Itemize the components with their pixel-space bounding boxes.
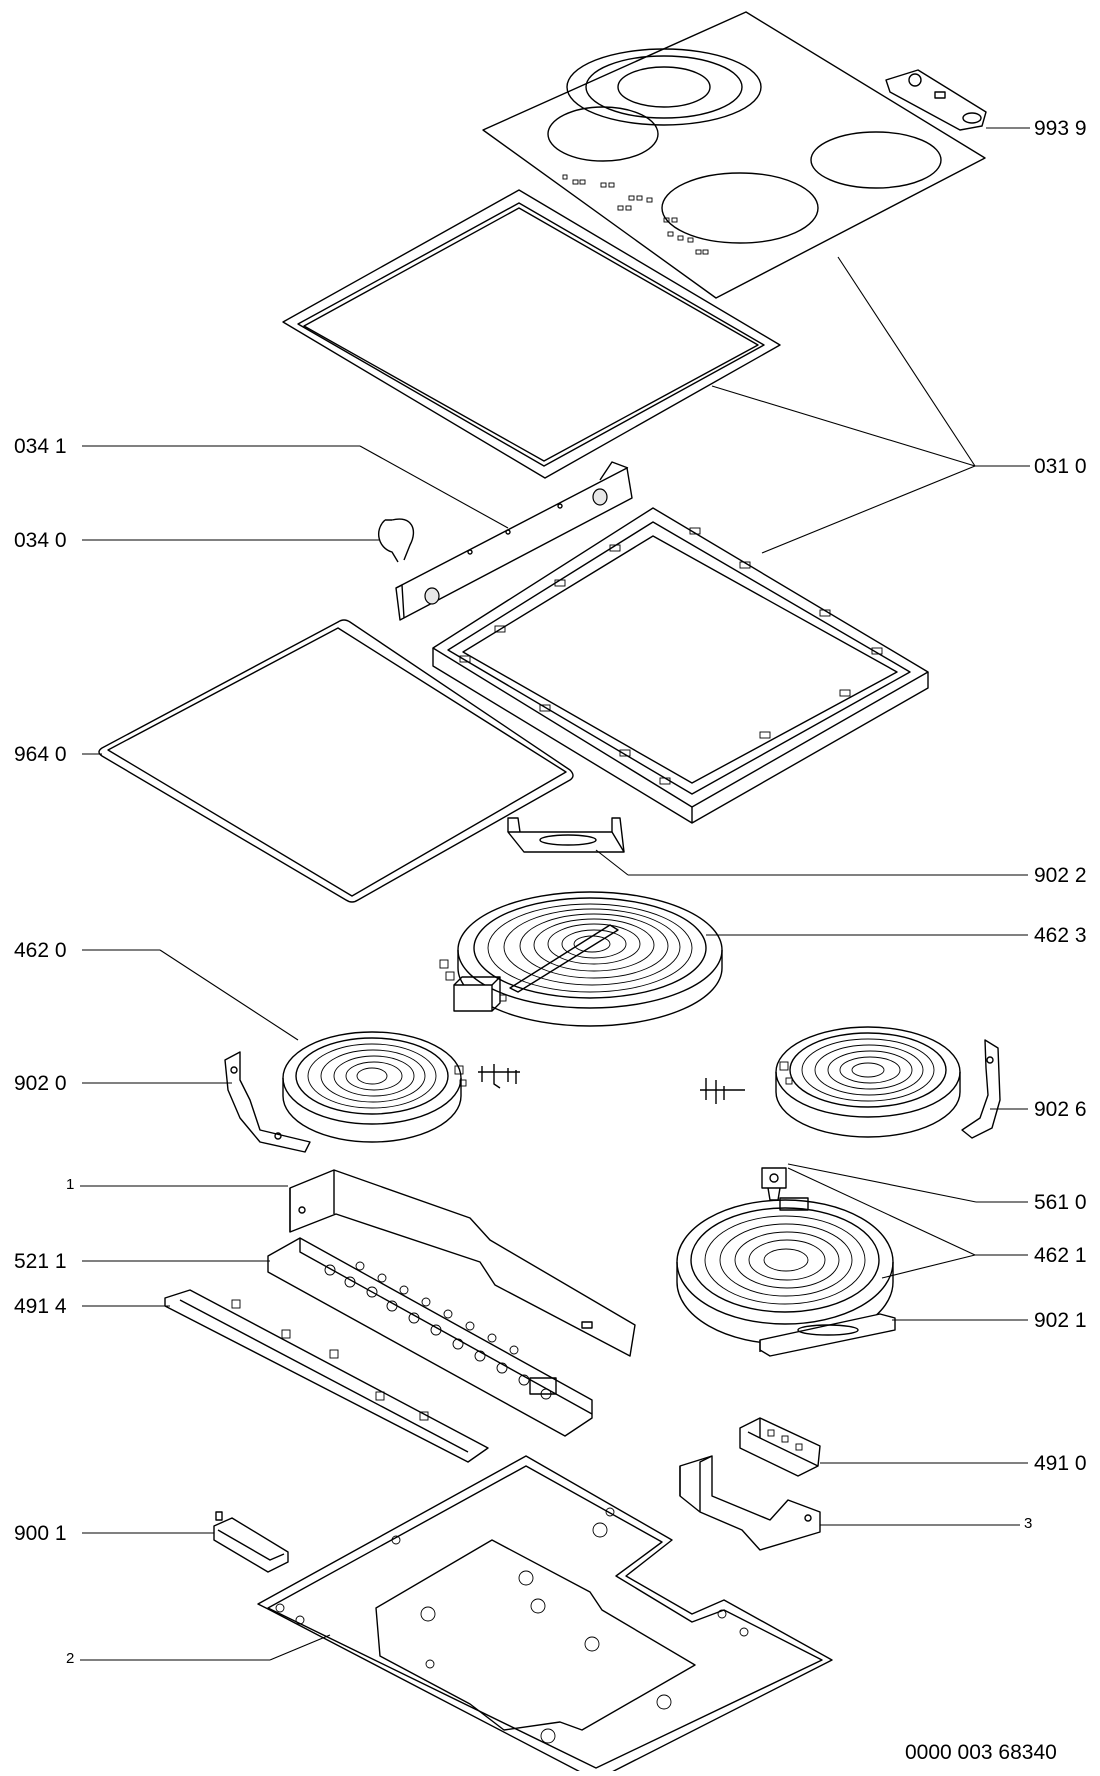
label-462-0: 462 0: [14, 939, 67, 962]
label-462-1: 462 1: [1034, 1244, 1087, 1267]
frame-491-4: [164, 1289, 489, 1463]
label-900-1: 900 1: [14, 1522, 67, 1545]
label-491-0: 491 0: [1034, 1452, 1087, 1475]
base-plate-2: [257, 1455, 833, 1776]
bracket-902-6: [961, 1039, 1001, 1139]
label-561-0: 561 0: [1034, 1191, 1087, 1214]
top-frame: [282, 189, 781, 479]
switch-561-0: [761, 1167, 787, 1201]
switch-900-1: [213, 1511, 289, 1573]
bracket-034-1: [395, 461, 633, 621]
label-1: 1: [66, 1176, 75, 1193]
heating-element-462-0: [282, 1031, 467, 1143]
label-902-0: 902 0: [14, 1072, 67, 1095]
label-034-0: 034 0: [14, 529, 67, 552]
heating-element-462-1: [676, 1197, 894, 1345]
terminal-block-491-0: [739, 1417, 821, 1477]
bracket-902-0: [224, 1051, 311, 1153]
label-902-2: 902 2: [1034, 864, 1087, 887]
clip-034-0: [377, 518, 415, 563]
leader-lines: [80, 127, 1030, 1661]
label-034-1: 034 1: [14, 435, 67, 458]
bracket-993-9: [885, 69, 987, 131]
main-frame: [432, 507, 929, 824]
heating-element-462-3: [439, 891, 723, 1027]
label-3: 3: [1024, 1515, 1033, 1532]
label-2: 2: [66, 1650, 75, 1667]
label-964-0: 964 0: [14, 743, 67, 766]
label-491-4: 491 4: [14, 1295, 67, 1318]
bracket-902-1: [759, 1313, 896, 1357]
glass-ceramic-top: [482, 11, 986, 299]
label-902-1: 902 1: [1034, 1309, 1087, 1332]
channel-part-1: [289, 1169, 636, 1357]
label-031-0: 031 0: [1034, 455, 1087, 478]
bracket-902-2: [507, 817, 625, 853]
label-462-3: 462 3: [1034, 924, 1087, 947]
label-902-6: 902 6: [1034, 1098, 1087, 1121]
control-board-521-1: [267, 1237, 593, 1437]
bracket-part-3: [679, 1455, 821, 1551]
label-521-1: 521 1: [14, 1250, 67, 1273]
terminal-switch-right: [700, 1078, 745, 1104]
terminal-switch-left: [478, 1064, 520, 1089]
diagram-id: 0000 003 68340: [905, 1741, 1057, 1764]
label-993-9: 993 9: [1034, 117, 1087, 140]
heating-element-right-small: [775, 1026, 961, 1138]
